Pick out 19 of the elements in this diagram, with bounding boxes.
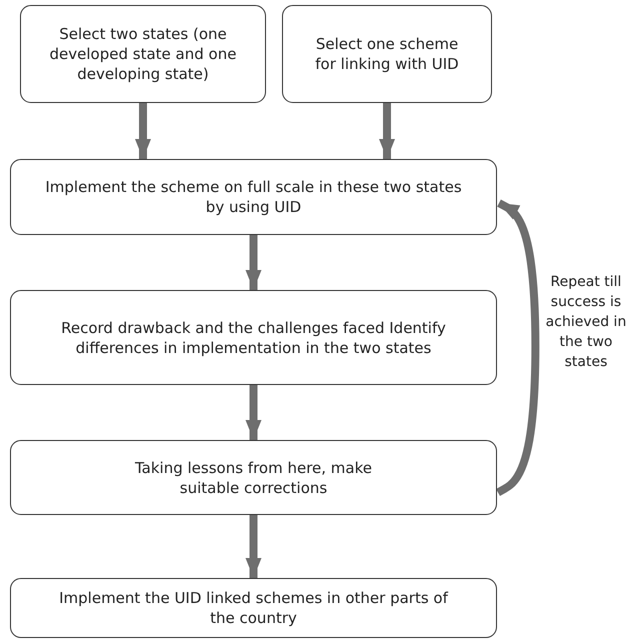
box-text: Taking lessons from here, make suitable corrections [134, 458, 373, 498]
box-text: Implement the scheme on full scale in these two states by using UID [44, 177, 463, 217]
arrow [496, 200, 540, 496]
process-box [282, 5, 492, 103]
arrow [246, 515, 262, 578]
arrow [379, 103, 395, 159]
process-box [20, 5, 266, 103]
box-text: Implement the UID linked schemes in other parts of the country [58, 588, 450, 628]
box-text: Select two states (one developed state and one developing state) [48, 24, 238, 84]
box-text: Record drawback and the challenges faced Identify differences in implementation in the two states [60, 318, 447, 358]
arrow [246, 235, 262, 290]
process-box [10, 578, 497, 638]
edge-label: Repeat till success is achieved in the two states [544, 273, 628, 372]
box-text: Select one scheme for linking with UID [314, 34, 460, 74]
arrow [246, 385, 262, 440]
arrow [135, 103, 151, 159]
process-box [10, 290, 497, 385]
process-box [10, 440, 497, 515]
process-box [10, 159, 497, 235]
